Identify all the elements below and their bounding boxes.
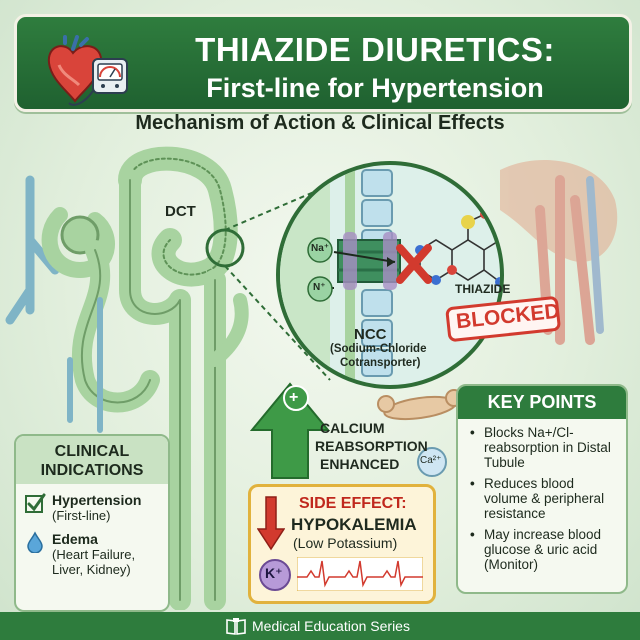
calcium-line3: ENHANCED [320,456,400,472]
second-ion-label: N⁺ [313,282,326,293]
key-points-card: KEY POINTS Blocks Na+/Cl- reabsorption i… [456,384,628,594]
heart-monitor-icon [47,35,128,106]
ncc-full-name-line1: (Sodium-Chloride [330,343,427,355]
calcium-line2: REABSORPTION [315,438,428,454]
key-point-item: Blocks Na+/Cl- reabsorption in Distal Tu… [466,425,618,470]
clinical-heading-line2: INDICATIONS [40,462,144,479]
dct-label: DCT [165,203,196,220]
indication-item-edema: Edema (Heart Failure, Liver, Kidney) [22,531,162,577]
clinical-heading-line1: CLINICAL [54,443,130,460]
nephron-tubule [5,146,249,610]
indication-item-hypertension: Hypertension (First-line) [22,492,162,523]
key-points-heading: KEY POINTS [458,386,626,419]
ncc-full-name-line2: Cotransporter) [340,357,421,369]
down-arrow-icon [257,496,285,551]
indication-title: Hypertension [52,492,142,508]
plus-icon: + [289,389,299,406]
clinical-indications-heading: CLINICAL INDICATIONS [16,436,168,484]
subtitle: Mechanism of Action & Clinical Effects [135,112,505,134]
thiazide-label: THIAZIDE [455,282,511,296]
ncc-zoom-circle [276,161,504,389]
footer-bar: Medical Education Series [0,612,640,640]
calcium-line1: CALCIUM [320,420,385,436]
indication-detail: (Heart Failure, Liver, Kidney) [52,547,136,577]
ncc-label: NCC [354,326,387,343]
blocked-stamp [445,296,561,342]
indication-detail: (First-line) [52,508,111,523]
title-sub: First-line for Hypertension [206,73,544,103]
footer-text: Medical Education Series [252,618,410,634]
potassium-ion-icon [259,559,291,591]
potassium-ion-label: K⁺ [265,565,283,581]
zoom-lines [224,167,371,381]
key-point-item: Reduces blood volume & peripheral resist… [466,476,618,521]
side-effect-label: SIDE EFFECT: [299,495,407,512]
calcium-ion-label: Ca²⁺ [420,455,442,466]
title-banner: THIAZIDE DIURETICS: First-line for Hyper… [14,14,632,112]
checkbox-icon [25,493,46,513]
clinical-indications-card: CLINICAL INDICATIONS Hypertension (First… [14,434,170,612]
title-main: THIAZIDE DIURETICS: [195,31,555,68]
indication-title: Edema [52,531,98,547]
side-effect-detail: (Low Potassium) [293,535,398,551]
sodium-ion-label: Na⁺ [311,243,330,254]
ecg-trace [297,557,423,591]
key-point-item: May increase blood glucose & uric acid (… [466,527,618,572]
calcium-up-arrow [249,382,463,479]
side-effect-name: HYPOKALEMIA [291,515,417,534]
side-effect-card: SIDE EFFECT: HYPOKALEMIA (Low Potassium)… [248,484,436,604]
book-icon [226,618,246,635]
water-drop-icon [27,531,43,553]
mechanism-illustration [5,146,618,610]
